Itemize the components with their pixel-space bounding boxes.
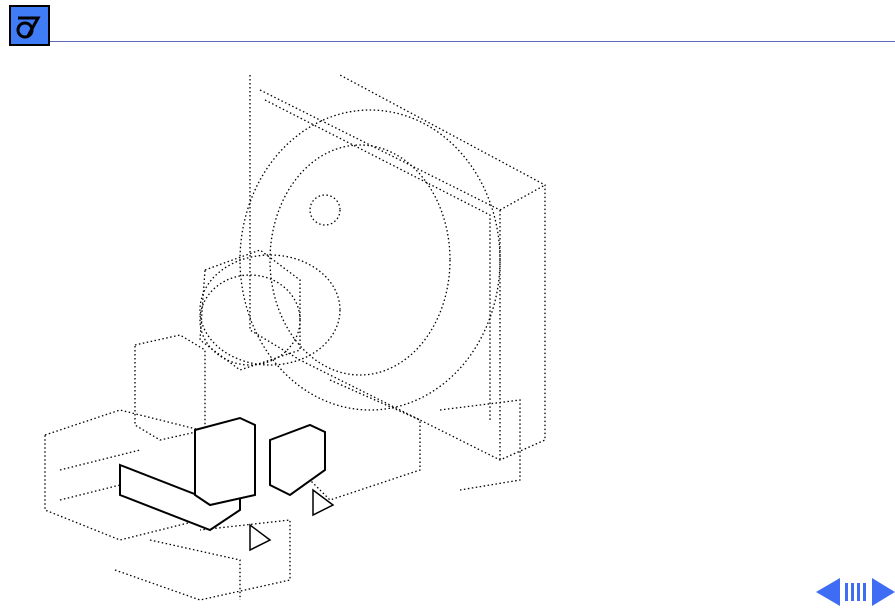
apple-service-logo-icon — [8, 4, 51, 47]
arrow-left-icon — [816, 578, 840, 606]
previous-page-button[interactable] — [816, 578, 840, 611]
header-divider — [50, 41, 895, 42]
page-navigation — [816, 578, 895, 611]
exploded-view-illustration — [44, 74, 546, 601]
next-page-button[interactable] — [872, 578, 895, 611]
index-bars-icon — [845, 583, 866, 601]
index-button[interactable] — [844, 581, 868, 608]
arrow-right-icon — [872, 578, 895, 606]
